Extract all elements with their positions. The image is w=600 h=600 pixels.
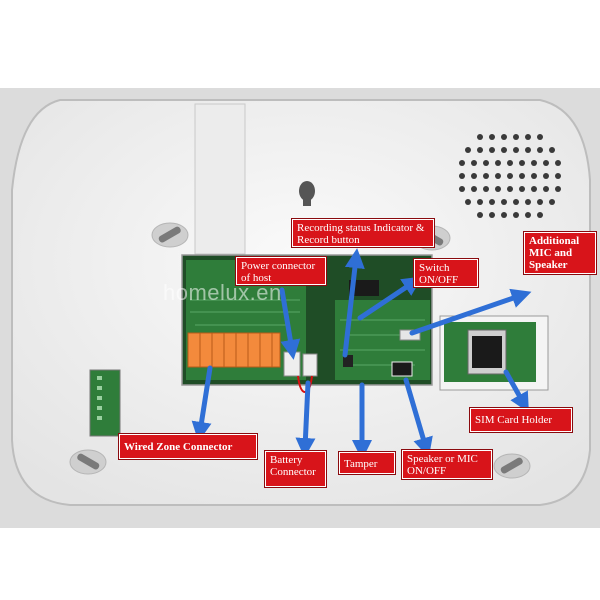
callout-recording: Recording status Indicator & Record butt…: [292, 219, 434, 247]
arrow-switch: [357, 276, 423, 321]
grille-hole: [555, 160, 561, 166]
grille-hole: [459, 186, 465, 192]
arrow-sim: [503, 369, 529, 413]
grille-hole: [549, 147, 555, 153]
grille-hole: [525, 134, 531, 140]
grille-hole: [543, 160, 549, 166]
grille-hole: [519, 173, 525, 179]
arrows: [191, 248, 532, 460]
grille-hole: [465, 199, 471, 205]
grille-hole: [489, 147, 495, 153]
grille-hole: [483, 173, 489, 179]
grille-hole: [507, 160, 513, 166]
grille-hole: [483, 160, 489, 166]
grille-hole: [519, 186, 525, 192]
grille-hole: [477, 134, 483, 140]
grille-hole: [471, 160, 477, 166]
callout-speaker: Speaker or MIC ON/OFF: [402, 450, 492, 479]
sim-card-slot: [472, 336, 502, 368]
speaker-grille: [459, 134, 561, 218]
grille-hole: [555, 186, 561, 192]
grille-hole: [489, 212, 495, 218]
side-terminal-pins: [97, 376, 102, 420]
grille-hole: [501, 134, 507, 140]
grille-hole: [489, 199, 495, 205]
grille-hole: [507, 173, 513, 179]
grille-hole: [537, 134, 543, 140]
record-indicator: [349, 280, 379, 296]
grille-hole: [513, 134, 519, 140]
grille-hole: [513, 212, 519, 218]
grille-hole: [513, 147, 519, 153]
grille-hole: [519, 160, 525, 166]
arrow-additional: [409, 288, 532, 336]
grille-hole: [477, 199, 483, 205]
aux-connector: [399, 329, 421, 341]
pcb-traces: [190, 299, 425, 366]
keyhole-slot: [303, 196, 311, 206]
arrow-speaker: [403, 377, 433, 458]
tamper-button: [343, 355, 353, 367]
grille-hole: [477, 147, 483, 153]
grille-hole: [507, 186, 513, 192]
grille-hole: [525, 199, 531, 205]
callout-tamper: Tamper: [339, 452, 395, 474]
grille-hole: [501, 212, 507, 218]
grille-hole: [531, 186, 537, 192]
callout-wired-zone: Wired Zone Connector: [119, 434, 257, 459]
grille-hole: [531, 160, 537, 166]
grille-hole: [525, 212, 531, 218]
speaker-mic-switch: [391, 361, 413, 377]
grille-hole: [549, 199, 555, 205]
grille-hole: [513, 199, 519, 205]
callout-power: Power connector of host: [236, 257, 326, 285]
power-connector: [283, 351, 301, 377]
grille-hole: [537, 147, 543, 153]
grille-hole: [531, 173, 537, 179]
grille-hole: [537, 199, 543, 205]
grille-hole: [459, 173, 465, 179]
mounting-hole-bottom-left: [69, 449, 107, 475]
arrow-wired-zone: [191, 365, 213, 442]
grille-hole: [489, 134, 495, 140]
battery-connector: [302, 353, 318, 377]
grille-hole: [495, 186, 501, 192]
callout-battery: Battery Connector: [265, 451, 326, 487]
callout-switch: Switch ON/OFF: [414, 259, 478, 287]
callout-additional: Additional MIC and Speaker: [524, 232, 596, 274]
grille-hole: [459, 160, 465, 166]
grille-hole: [501, 199, 507, 205]
grille-hole: [537, 212, 543, 218]
grille-hole: [555, 173, 561, 179]
grille-hole: [471, 186, 477, 192]
grille-hole: [501, 147, 507, 153]
arrow-power: [279, 287, 301, 360]
grille-hole: [543, 173, 549, 179]
top-slot: [194, 103, 246, 255]
grille-hole: [483, 186, 489, 192]
arrow-battery: [295, 380, 316, 458]
mounting-hole-top-left: [151, 222, 189, 248]
grille-hole: [471, 173, 477, 179]
grille-hole: [525, 147, 531, 153]
grille-hole: [495, 160, 501, 166]
callout-sim: SIM Card Holder: [470, 408, 572, 432]
grille-hole: [477, 212, 483, 218]
side-terminal: [89, 369, 121, 437]
wired-zone-terminal-block: [187, 332, 281, 368]
grille-hole: [495, 173, 501, 179]
battery-wire: [297, 375, 313, 394]
grille-hole: [465, 147, 471, 153]
arrow-recording: [342, 248, 365, 358]
mounting-hole-bottom-right: [493, 453, 531, 479]
grille-hole: [543, 186, 549, 192]
